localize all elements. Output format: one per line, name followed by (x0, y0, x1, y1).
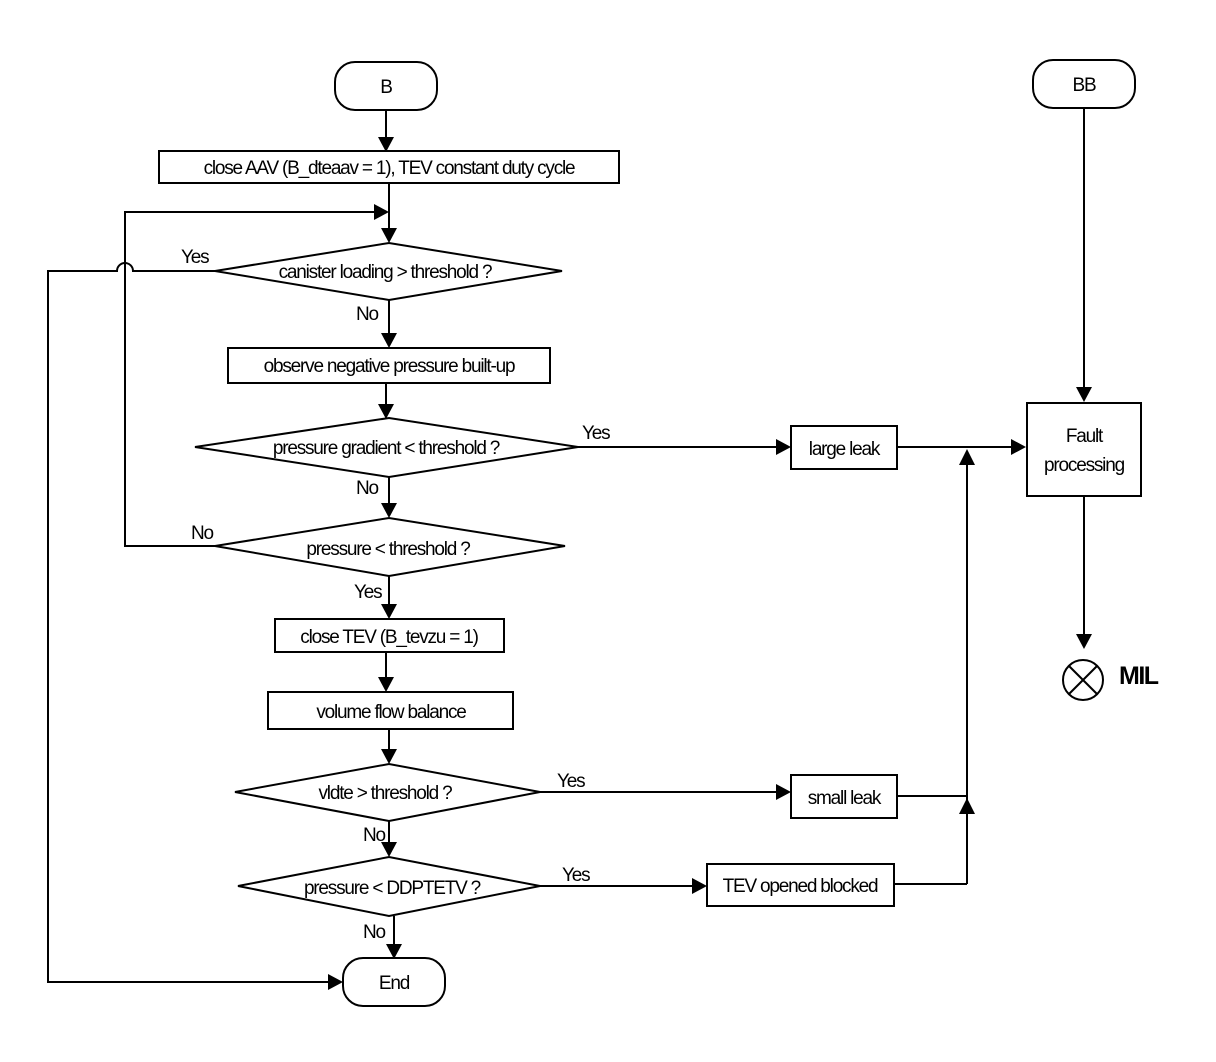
arrowhead (386, 944, 402, 959)
decision-pressure-threshold: pressure < threshold ? (214, 516, 566, 578)
edge-canister-yes-to-end (47, 262, 330, 983)
label-pressure-yes: Yes (354, 582, 382, 603)
decision-canister-loading: canister loading > threshold ? (214, 241, 563, 302)
arrowhead (1076, 387, 1092, 402)
process-fault-line2: processing (1044, 455, 1125, 476)
mil-label: MIL (1119, 662, 1159, 690)
label-ddptetv-yes: Yes (562, 865, 590, 886)
arrowhead (959, 449, 975, 465)
process-tev-blocked: TEV opened blocked (706, 863, 895, 907)
decision-ddptetv: pressure < DDPTETV ? (237, 855, 541, 918)
end-node-label: End (379, 973, 410, 994)
arrowhead (381, 503, 397, 518)
arrowhead (381, 842, 397, 857)
arrowhead (378, 137, 394, 152)
decision-pressure-threshold-label: pressure < threshold ? (306, 539, 470, 560)
process-large-leak-label: large leak (809, 439, 881, 460)
arrowhead (776, 439, 791, 455)
arrowhead (381, 333, 397, 348)
process-large-leak: large leak (790, 425, 898, 470)
label-gradient-yes: Yes (582, 423, 610, 444)
arrowhead (381, 604, 397, 619)
connectors (47, 108, 1092, 990)
arrowhead (381, 749, 397, 764)
lamp-icon-cross-b (1068, 665, 1098, 695)
start-node-bb-label: BB (1073, 75, 1096, 96)
arrowhead (692, 878, 707, 894)
start-node-bb: BB (1032, 59, 1136, 109)
decision-ddptetv-label: pressure < DDPTETV ? (304, 878, 481, 899)
process-observe-pressure: observe negative pressure built-up (227, 347, 551, 384)
label-ddptetv-no: No (363, 922, 386, 943)
process-fault-processing: Fault processing (1026, 402, 1142, 497)
mil-lamp: MIL (1062, 659, 1160, 701)
edge-loop-pressure-no (124, 211, 376, 547)
process-observe-pressure-label: observe negative pressure built-up (264, 356, 515, 377)
label-gradient-no: No (356, 478, 379, 499)
arrowhead (381, 228, 397, 243)
arrowhead (328, 974, 343, 990)
arrowhead (959, 798, 975, 814)
process-tev-blocked-label: TEV opened blocked (723, 876, 878, 897)
process-volume-flow-label: volume flow balance (316, 702, 466, 723)
decision-pressure-gradient-label: pressure gradient < threshold ? (273, 438, 500, 459)
decision-canister-loading-label: canister loading > threshold ? (279, 262, 492, 283)
arrowhead (374, 204, 389, 220)
arrowhead (776, 784, 791, 800)
process-close-tev: close TEV (B_tevzu = 1) (274, 618, 505, 653)
process-close-tev-label: close TEV (B_tevzu = 1) (300, 627, 478, 648)
arrowhead (378, 677, 394, 692)
process-close-aav: close AAV (B_dteaav = 1), TEV constant d… (158, 150, 620, 184)
decision-vldte-label: vldte > threshold ? (319, 783, 453, 804)
arrowhead (1076, 634, 1092, 649)
process-small-leak: small leak (790, 774, 898, 819)
label-canister-no: No (356, 304, 379, 325)
edge-labels: Yes No Yes No No Yes Yes No Yes No (181, 247, 611, 943)
label-canister-yes: Yes (181, 247, 209, 268)
arrowhead (378, 404, 394, 419)
start-node-b: B (334, 61, 438, 111)
label-pressure-no: No (191, 523, 214, 544)
start-node-b-label: B (380, 77, 392, 98)
end-node: End (342, 957, 446, 1007)
label-vldte-yes: Yes (557, 771, 585, 792)
decision-pressure-gradient: pressure gradient < threshold ? (194, 416, 579, 479)
process-small-leak-label: small leak (808, 788, 882, 809)
arrowhead (1011, 439, 1026, 455)
process-close-aav-label: close AAV (B_dteaav = 1), TEV constant d… (204, 158, 575, 179)
process-fault-line1: Fault (1066, 426, 1104, 447)
label-vldte-no: No (363, 825, 386, 846)
decision-vldte: vldte > threshold ? (234, 762, 541, 823)
process-volume-flow: volume flow balance (267, 691, 514, 730)
